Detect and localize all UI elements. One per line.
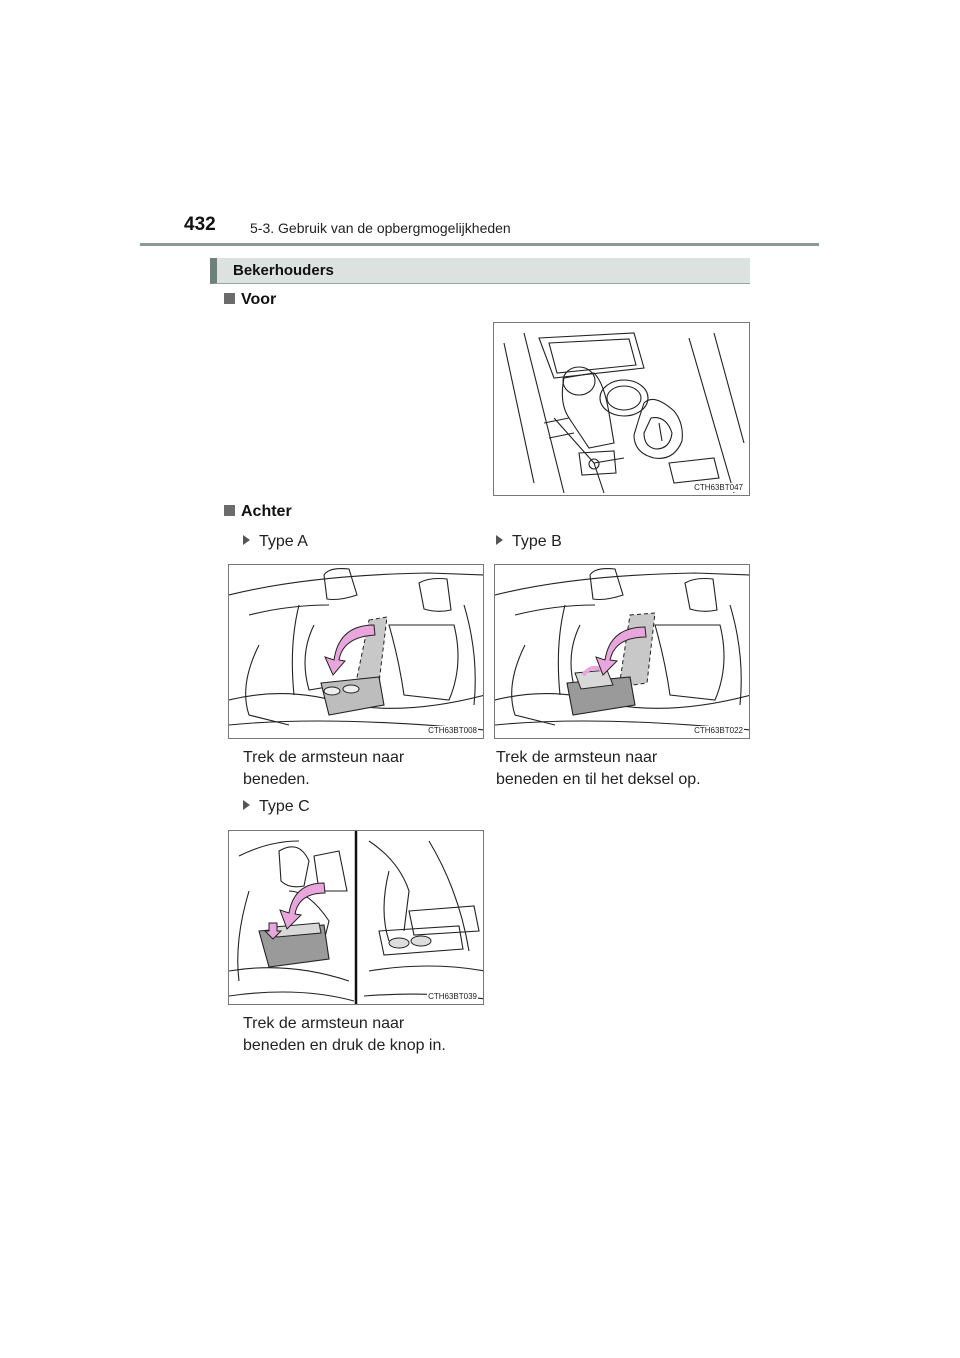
type-a-figure: CTH63BT008: [228, 564, 484, 739]
type-a-label: Type A: [243, 533, 308, 551]
front-console-illustration: [503, 332, 745, 494]
triangle-bullet-icon: [243, 800, 250, 810]
header-divider: [140, 243, 819, 246]
type-b-label-text: Type B: [512, 533, 562, 550]
page-number: 432: [184, 214, 216, 235]
type-c-label: Type C: [243, 798, 310, 816]
type-a-caption-line-2: beneden.: [243, 771, 310, 788]
front-heading-label: Voor: [241, 291, 277, 308]
type-b-label: Type B: [496, 533, 562, 551]
square-bullet-icon: [224, 293, 235, 304]
type-c-caption-line-1: Trek de armsteun naar: [243, 1015, 405, 1032]
front-cup-holder-figure: CTH63BT047: [493, 322, 750, 496]
rear-heading-label: Achter: [241, 503, 292, 520]
type-b-caption-line-2: beneden en til het deksel op.: [496, 771, 701, 788]
breadcrumb: 5-3. Gebruik van de opbergmogelijkheden: [250, 220, 511, 236]
type-a-caption-line-1: Trek de armsteun naar: [243, 749, 405, 766]
type-c-caption-line-2: beneden en druk de knop in.: [243, 1037, 446, 1054]
triangle-bullet-icon: [243, 535, 250, 545]
section-title-bar: Bekerhouders: [210, 258, 750, 284]
figure-code: CTH63BT047: [693, 483, 744, 492]
rear-heading: Achter: [224, 503, 292, 521]
type-b-caption-line-1: Trek de armsteun naar: [496, 749, 658, 766]
type-a-rear-seat-illustration: [229, 568, 483, 731]
figure-code: CTH63BT022: [693, 726, 744, 735]
figure-code: CTH63BT008: [427, 726, 478, 735]
type-a-label-text: Type A: [259, 533, 308, 550]
type-b-figure: CTH63BT022: [494, 564, 750, 739]
type-c-rear-seat-illustration: [229, 831, 483, 1004]
type-b-rear-seat-illustration: [495, 568, 749, 731]
type-a-caption: Trek de armsteun naar beneden.: [243, 747, 404, 791]
section-title: Bekerhouders: [233, 262, 334, 279]
type-c-figure: CTH63BT039: [228, 830, 484, 1005]
type-c-caption: Trek de armsteun naar beneden en druk de…: [243, 1013, 446, 1057]
type-b-caption: Trek de armsteun naar beneden en til het…: [496, 747, 701, 791]
square-bullet-icon: [224, 505, 235, 516]
front-heading: Voor: [224, 291, 276, 309]
triangle-bullet-icon: [496, 535, 503, 545]
figure-code: CTH63BT039: [427, 992, 478, 1001]
type-c-label-text: Type C: [259, 798, 310, 815]
